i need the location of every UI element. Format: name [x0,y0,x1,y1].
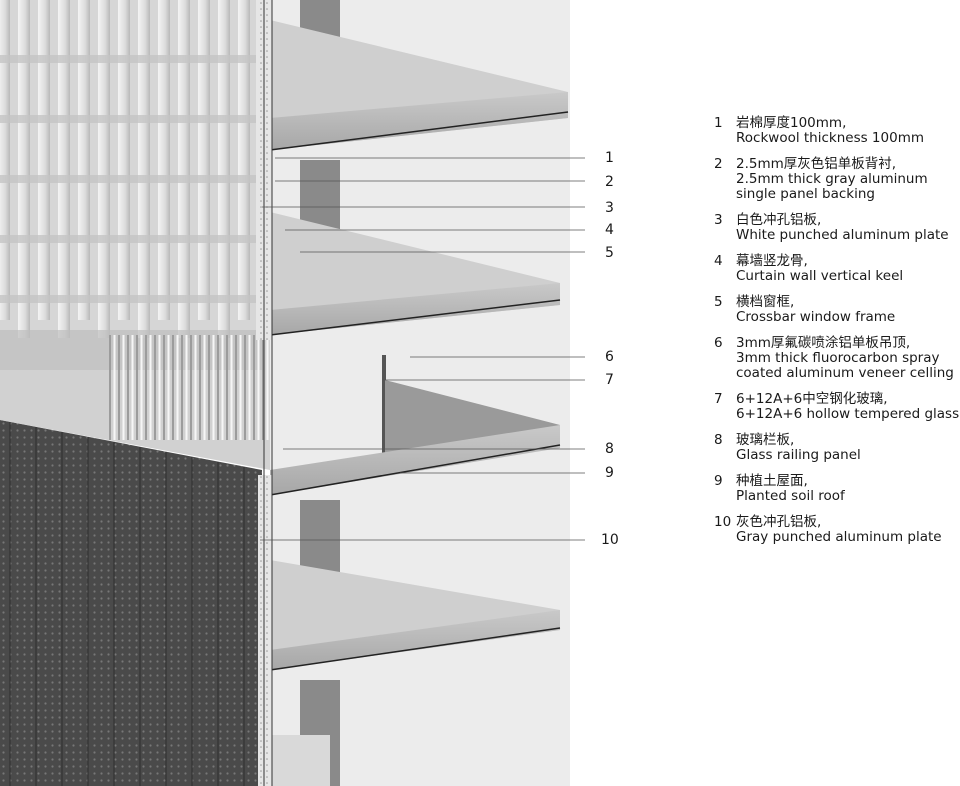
glass-band [0,330,270,470]
legend-number: 2 [714,156,723,172]
callout-6: 6 [605,349,614,365]
legend-item-3: 3 白色冲孔铝板,White punched aluminum plate [714,213,960,243]
legend-item-2: 2 2.5mm厚灰色铝单板背衬,2.5mm thick gray aluminu… [714,157,960,202]
horizontal-bar [0,175,262,183]
callout-9: 9 [605,465,614,481]
legend-en: Glass railing panel [736,447,861,463]
white-fin [18,0,30,338]
callout-10: 10 [601,532,619,548]
legend-en: 6+12A+6 hollow tempered glass [736,406,960,422]
legend-zh: 白色冲孔铝板, [736,212,822,228]
legend-zh: 岩棉厚度100mm, [736,115,847,131]
legend-zh: 玻璃栏板, [736,432,795,448]
legend-zh: 灰色冲孔铝板, [736,514,822,530]
callout-1: 1 [605,150,614,166]
legend-number: 4 [714,253,723,269]
callout-7: 7 [605,372,614,388]
legend-zh: 2.5mm厚灰色铝单板背衬, [736,156,897,172]
white-fin [58,0,70,338]
legend-en: Planted soil roof [736,488,845,504]
curtain-wall-mullion [256,0,273,786]
white-fin [98,0,110,338]
horizontal-bar [0,115,262,123]
legend-zh: 种植土屋面, [736,473,808,489]
legend-en: 2.5mm thick gray aluminum [736,171,928,187]
legend-en: Crossbar window frame [736,309,896,325]
legend-number: 1 [714,115,723,131]
legend-number: 6 [714,335,723,351]
white-fin [198,0,210,320]
legend-en: Gray punched aluminum plate [736,529,942,545]
white-fin-facade [0,0,262,370]
legend-number: 5 [714,294,723,310]
legend-number: 3 [714,212,723,228]
white-fin [78,0,90,320]
legend-item-4: 4 幕墙竖龙骨,Curtain wall vertical keel [714,254,960,284]
white-fin [178,0,190,338]
material-legend: 1 岩棉厚度100mm,Rockwool thickness 100mm 2 2… [714,116,960,556]
legend-en: coated aluminum veneer celling [736,365,954,381]
legend-number: 10 [714,514,732,530]
ceiling-louvers [109,335,269,440]
horizontal-bar [0,55,262,63]
legend-number: 7 [714,391,723,407]
legend-zh: 3mm厚氟碳喷涂铝单板吊顶, [736,335,911,351]
white-fin [0,0,10,320]
legend-item-5: 5 横档窗框,Crossbar window frame [714,295,960,325]
legend-zh: 6+12A+6中空钢化玻璃, [736,391,888,407]
legend-item-6: 6 3mm厚氟碳喷涂铝单板吊顶,3mm thick fluorocarbon s… [714,336,960,381]
white-fin [38,0,50,320]
legend-item-1: 1 岩棉厚度100mm,Rockwool thickness 100mm [714,116,960,146]
legend-number: 9 [714,473,723,489]
leader-lines [260,157,585,541]
legend-number: 8 [714,432,723,448]
callout-5: 5 [605,245,614,261]
callout-2: 2 [605,174,614,190]
white-fin [138,0,150,338]
callout-3: 3 [605,200,614,216]
white-fin [238,0,250,320]
gray-perforated-facade [0,420,262,786]
floor-slabs [269,20,569,786]
white-fin [118,0,130,320]
callout-4: 4 [605,222,614,238]
legend-item-9: 9 种植土屋面,Planted soil roof [714,474,960,504]
legend-en: Curtain wall vertical keel [736,268,904,284]
horizontal-bar [0,295,262,303]
white-fin [158,0,170,320]
legend-en: single panel backing [736,186,875,202]
legend-item-8: 8 玻璃栏板,Glass railing panel [714,433,960,463]
callout-8: 8 [605,441,614,457]
facade-section-drawing [0,0,585,786]
legend-zh: 横档窗框, [736,294,795,310]
legend-en: White punched aluminum plate [736,227,949,243]
legend-en: Rockwool thickness 100mm [736,130,925,146]
horizontal-bar [0,235,262,243]
white-fin [218,0,230,338]
legend-item-7: 7 6+12A+6中空钢化玻璃,6+12A+6 hollow tempered … [714,392,960,422]
legend-en: 3mm thick fluorocarbon spray [736,350,940,366]
legend-zh: 幕墙竖龙骨, [736,253,808,269]
legend-item-10: 10 灰色冲孔铝板,Gray punched aluminum plate [714,515,960,545]
